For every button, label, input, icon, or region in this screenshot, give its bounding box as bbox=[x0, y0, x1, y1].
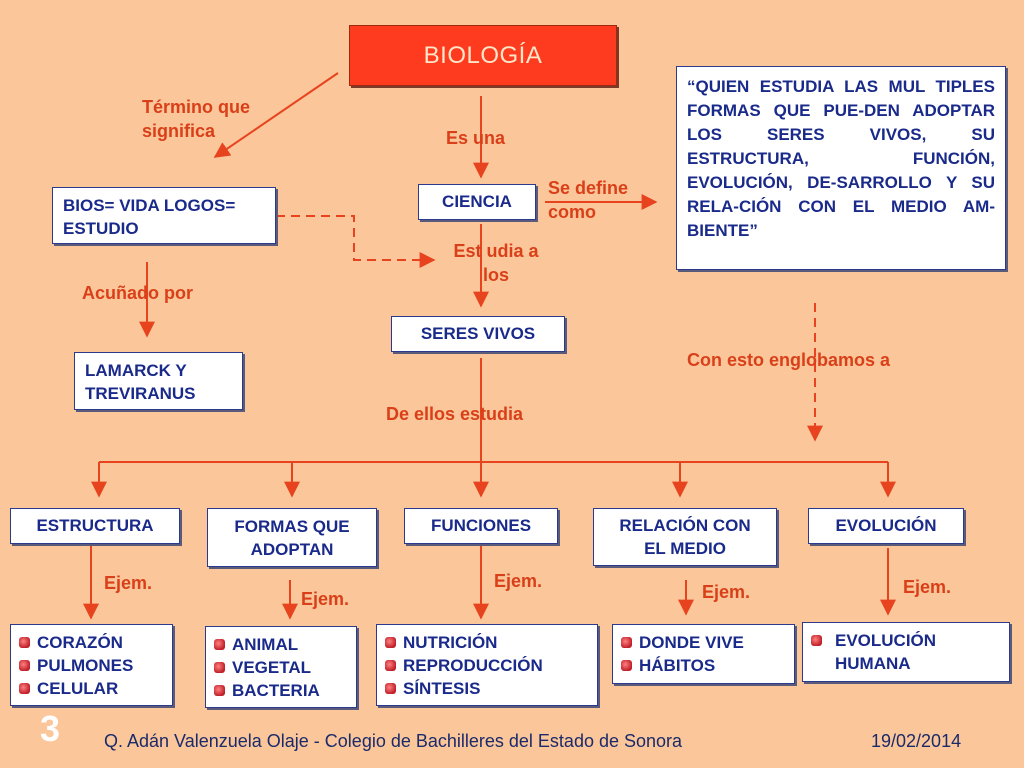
list-item: NUTRICIÓN bbox=[383, 631, 597, 654]
category-evolucion: EVOLUCIÓN bbox=[808, 508, 964, 544]
examples-funciones: NUTRICIÓN REPRODUCCIÓN SÍNTESIS bbox=[376, 624, 598, 706]
label-ejem-formas: Ejem. bbox=[301, 589, 350, 609]
label-ejem-estructura: Ejem. bbox=[104, 573, 153, 593]
examples-estructura: CORAZÓN PULMONES CELULAR bbox=[10, 624, 173, 706]
label-ejem-funciones: Ejem. bbox=[494, 571, 543, 591]
bullet-icon bbox=[621, 660, 632, 671]
bullet-icon bbox=[214, 685, 225, 696]
bullet-icon bbox=[385, 637, 396, 648]
title-box: BIOLOGÍA bbox=[349, 25, 617, 86]
category-estructura: ESTRUCTURA bbox=[10, 508, 180, 544]
bullet-icon bbox=[621, 637, 632, 648]
label-ejem-relacion: Ejem. bbox=[702, 582, 751, 602]
label-de-ellos: De ellos estudia bbox=[386, 404, 524, 424]
box-seres-vivos: SERES VIVOS bbox=[391, 316, 565, 352]
slide-number: 3 bbox=[40, 708, 61, 749]
bullet-icon bbox=[385, 683, 396, 694]
definition-quote: “QUIEN ESTUDIA LAS MUL TIPLES FORMAS QUE… bbox=[676, 66, 1006, 270]
label-acunado: Acuñado por bbox=[82, 283, 193, 303]
bullet-icon bbox=[19, 660, 30, 671]
footer-author: Q. Adán Valenzuela Olaje - Colegio de Ba… bbox=[104, 731, 683, 751]
bullet-icon bbox=[811, 635, 822, 646]
bullet-icon bbox=[19, 637, 30, 648]
arrow-title-to-bios bbox=[213, 72, 339, 158]
bullet-icon bbox=[214, 662, 225, 673]
bullet-icon bbox=[385, 660, 396, 671]
label-es-una: Es una bbox=[446, 128, 506, 148]
list-item: VEGETAL bbox=[212, 656, 356, 679]
dashed-bios-to-estudia bbox=[276, 215, 436, 268]
category-funciones: FUNCIONES bbox=[404, 508, 558, 544]
footer-date: 19/02/2014 bbox=[871, 731, 962, 751]
list-item: CELULAR bbox=[17, 677, 172, 700]
list-item: CORAZÓN bbox=[17, 631, 172, 654]
examples-formas: ANIMAL VEGETAL BACTERIA bbox=[205, 626, 357, 708]
label-englobamos: Con esto englobamos a bbox=[687, 350, 891, 370]
box-bios: BIOS= VIDA LOGOS= ESTUDIO bbox=[52, 187, 276, 244]
category-formas: FORMAS QUE ADOPTAN bbox=[207, 508, 377, 567]
bullet-icon bbox=[214, 639, 225, 650]
label-termino: Término que significa bbox=[142, 97, 251, 141]
label-ejem-evolucion: Ejem. bbox=[903, 577, 952, 597]
category-relacion: RELACIÓN CON EL MEDIO bbox=[593, 508, 777, 566]
list-item: SÍNTESIS bbox=[383, 677, 597, 700]
list-item: REPRODUCCIÓN bbox=[383, 654, 597, 677]
box-ciencia: CIENCIA bbox=[418, 184, 536, 220]
list-item: HÁBITOS bbox=[619, 654, 794, 677]
title-text: BIOLOGÍA bbox=[423, 41, 543, 69]
list-item: EVOLUCIÓN HUMANA bbox=[809, 629, 999, 675]
label-estudia: Est udia a los bbox=[453, 241, 539, 285]
box-lamarck: LAMARCK Y TREVIRANUS bbox=[74, 352, 243, 410]
list-item: DONDE VIVE bbox=[619, 631, 794, 654]
list-item: BACTERIA bbox=[212, 679, 356, 702]
list-item: PULMONES bbox=[17, 654, 172, 677]
list-item: ANIMAL bbox=[212, 633, 356, 656]
bullet-icon bbox=[19, 683, 30, 694]
label-se-define: Se define como bbox=[548, 178, 629, 222]
examples-evolucion: EVOLUCIÓN HUMANA bbox=[802, 622, 1010, 682]
examples-relacion: DONDE VIVE HÁBITOS bbox=[612, 624, 795, 684]
